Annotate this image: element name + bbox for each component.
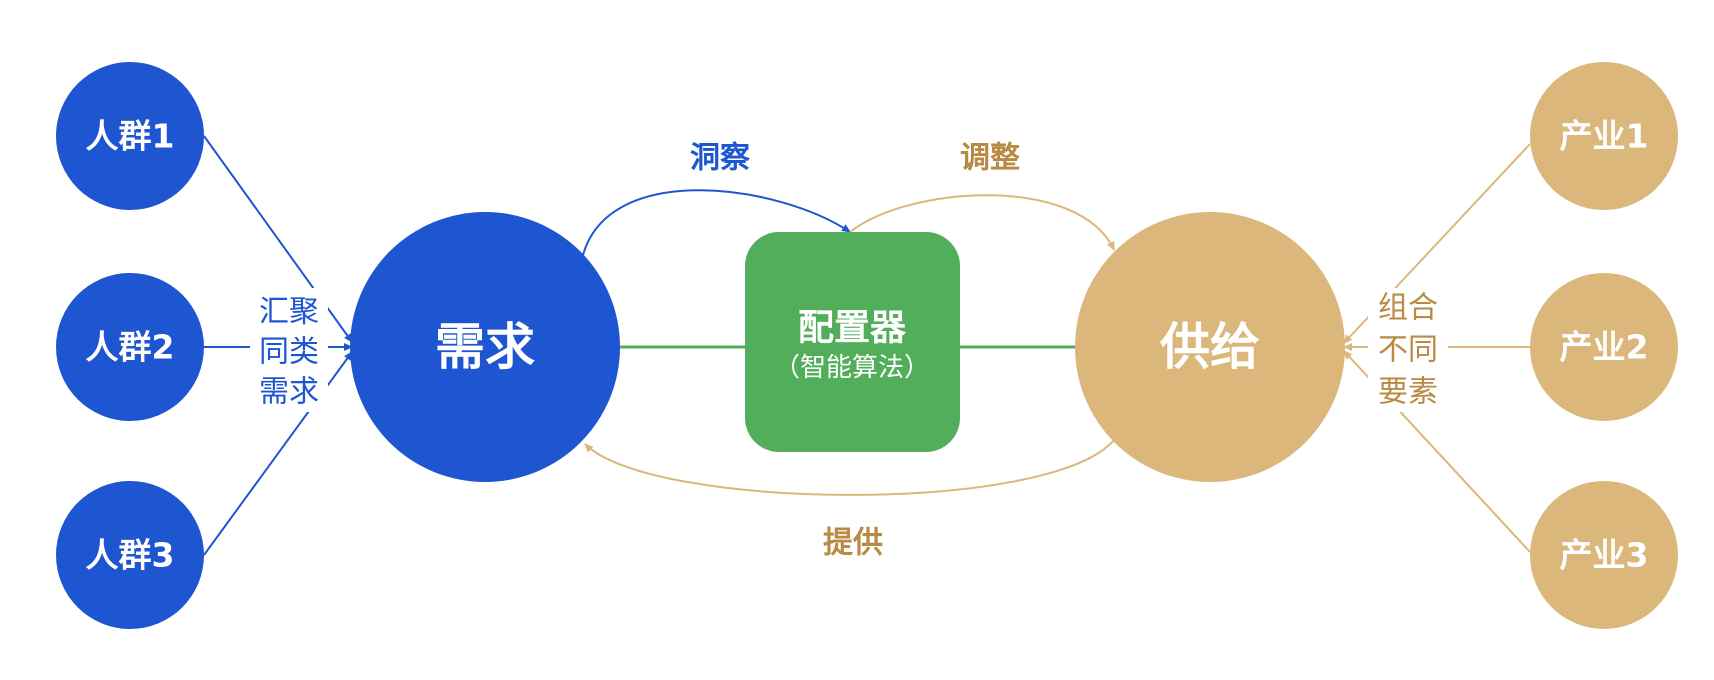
right-annotation-line-1: 组合 bbox=[1378, 291, 1438, 326]
supply-label: 供给 bbox=[1160, 318, 1260, 376]
demand-label: 需求 bbox=[435, 318, 535, 376]
industry-circle-1 bbox=[1530, 62, 1678, 210]
demand-node: 需求 bbox=[350, 212, 620, 482]
allocator-title: 配置器 bbox=[798, 308, 907, 349]
left-annotation-backdrop bbox=[250, 288, 328, 412]
industry-label-1: 产业1 bbox=[1560, 117, 1649, 156]
insight-label: 洞察 bbox=[690, 141, 751, 176]
demand-circle bbox=[350, 212, 620, 482]
industry-circle-3 bbox=[1530, 481, 1678, 629]
industry-circle-2 bbox=[1530, 273, 1678, 421]
group-label-2: 人群2 bbox=[86, 328, 175, 367]
provide-label: 提供 bbox=[823, 526, 883, 561]
allocator-box bbox=[745, 232, 960, 452]
group-label-1: 人群1 bbox=[86, 117, 175, 156]
right-annotation-backdrop bbox=[1368, 288, 1448, 412]
industry-node-1: 产业1 bbox=[1530, 62, 1678, 210]
left-annotation-line-1: 汇聚 bbox=[259, 295, 319, 330]
group-circle-1 bbox=[56, 62, 204, 210]
industry-label-3: 产业3 bbox=[1560, 536, 1649, 575]
right-annotation-line-3: 要素 bbox=[1378, 375, 1438, 410]
group-node-1: 人群1 bbox=[56, 62, 204, 210]
provide-arrow bbox=[584, 439, 1115, 496]
supply-circle bbox=[1075, 212, 1345, 482]
left-annotation-line-2: 同类 bbox=[259, 335, 319, 370]
left-annotation-line-3: 需求 bbox=[259, 375, 319, 410]
group-circle-3 bbox=[56, 481, 204, 629]
right-annotation: 组合 不同 要素 bbox=[1378, 291, 1438, 410]
group-node-2: 人群2 bbox=[56, 273, 204, 421]
insight-arrow bbox=[582, 189, 851, 256]
adjust-arrow bbox=[849, 194, 1115, 251]
allocator-node: 配置器 （智能算法） bbox=[745, 232, 960, 452]
right-annotation-line-2: 不同 bbox=[1378, 333, 1438, 368]
allocator-subtitle: （智能算法） bbox=[774, 353, 930, 383]
group-circle-2 bbox=[56, 273, 204, 421]
adjust-label: 调整 bbox=[960, 141, 1020, 176]
industry-node-3: 产业3 bbox=[1530, 481, 1678, 629]
group-node-3: 人群3 bbox=[56, 481, 204, 629]
industry-node-2: 产业2 bbox=[1530, 273, 1678, 421]
industry-label-2: 产业2 bbox=[1560, 328, 1649, 367]
supply-node: 供给 bbox=[1075, 212, 1345, 482]
left-annotation: 汇聚 同类 需求 bbox=[259, 295, 319, 410]
group-label-3: 人群3 bbox=[86, 536, 175, 575]
